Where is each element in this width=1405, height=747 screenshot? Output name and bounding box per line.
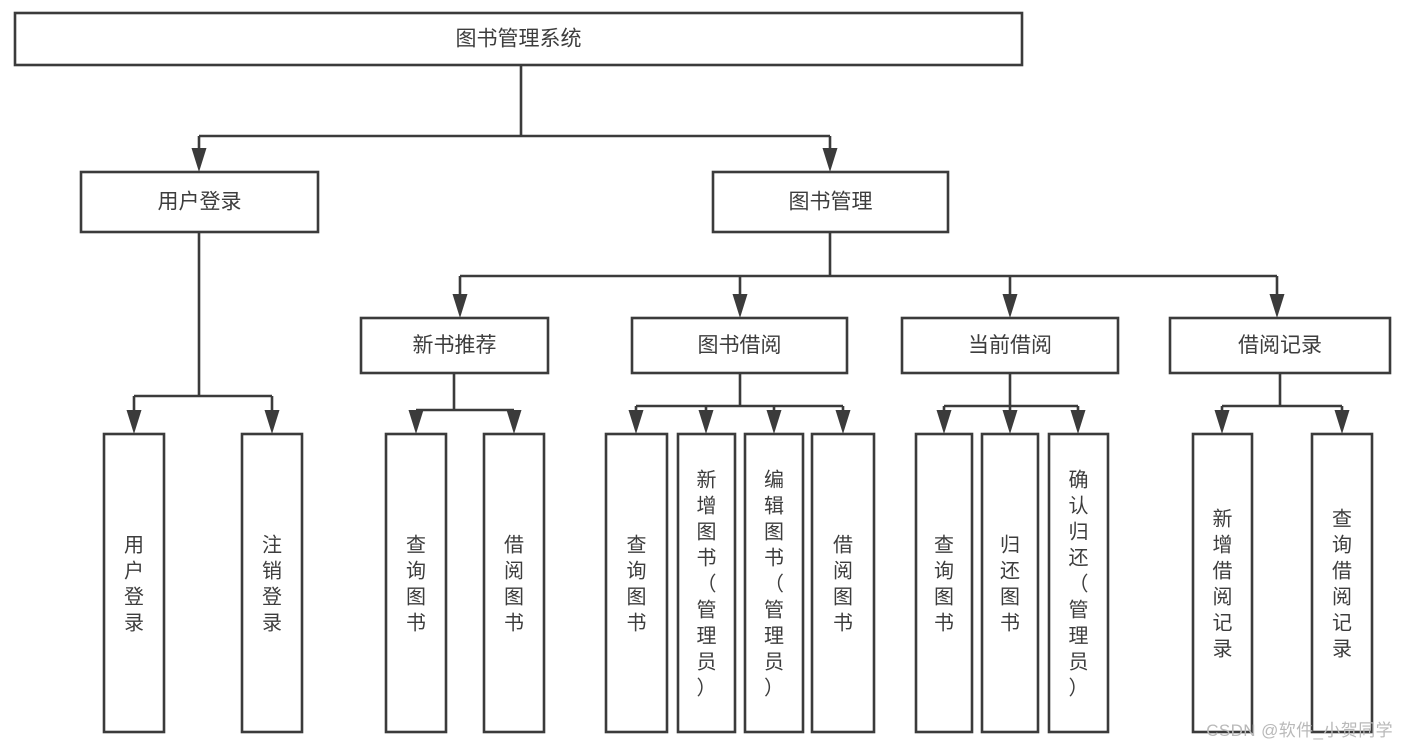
- node-box-leaf-query-book-current: [914, 432, 974, 734]
- node-label-book-management: 图书管理: [789, 191, 873, 214]
- node-leaf-logout-login[interactable]: 注销登录: [240, 432, 304, 734]
- arrow-head-icon: [732, 294, 748, 318]
- node-leaf-return-book[interactable]: 归还图书: [980, 432, 1040, 734]
- node-root[interactable]: 图书管理系统: [13, 11, 1024, 67]
- arrow-head-icon: [452, 294, 468, 318]
- node-box-user-login: [79, 170, 320, 234]
- node-label-leaf-logout-login: 注销登录: [262, 533, 282, 634]
- node-box-book-borrow: [630, 316, 849, 375]
- node-label-leaf-edit-book-admin: 编辑图书（管理员）: [764, 468, 784, 699]
- node-box-leaf-logout-login: [240, 432, 304, 734]
- node-leaf-add-borrow-record[interactable]: 新增借阅记录: [1191, 432, 1254, 734]
- connector-user-login-to-leaves: [126, 232, 280, 434]
- node-label-user-login: 用户登录: [158, 191, 242, 214]
- node-borrow-record[interactable]: 借阅记录: [1168, 316, 1392, 375]
- node-label-leaf-add-borrow-record: 新增借阅记录: [1213, 507, 1233, 660]
- node-leaf-edit-book-admin[interactable]: 编辑图书（管理员）: [743, 432, 805, 734]
- connector-new-book-recommend-to-leaves: [408, 373, 522, 434]
- node-box-leaf-add-borrow-record: [1191, 432, 1254, 734]
- node-leaf-borrow-book-recommend[interactable]: 借阅图书: [482, 432, 546, 734]
- node-leaf-confirm-return-admin[interactable]: 确认归还（管理员）: [1047, 432, 1110, 734]
- node-leaf-user-login[interactable]: 用户登录: [102, 432, 166, 734]
- node-label-leaf-borrow-book: 借阅图书: [833, 533, 853, 634]
- node-label-leaf-query-borrow-record: 查询借阅记录: [1332, 507, 1352, 660]
- node-label-leaf-query-book-recommend: 查询图书: [406, 533, 426, 634]
- node-label-leaf-borrow-book-recommend: 借阅图书: [504, 533, 524, 634]
- connector-layer: [126, 65, 1350, 434]
- node-box-leaf-edit-book-admin: [743, 432, 805, 734]
- node-label-leaf-query-book-borrow: 查询图书: [627, 533, 647, 634]
- node-label-leaf-return-book: 归还图书: [1000, 533, 1020, 634]
- node-label-borrow-record: 借阅记录: [1238, 334, 1322, 357]
- node-box-leaf-query-book-borrow: [604, 432, 669, 734]
- node-leaf-add-book-admin[interactable]: 新增图书（管理员）: [676, 432, 737, 734]
- arrow-head-icon: [408, 410, 424, 434]
- node-book-management[interactable]: 图书管理: [711, 170, 950, 234]
- node-box-leaf-borrow-book-recommend: [482, 432, 546, 734]
- arrow-head-icon: [506, 410, 522, 434]
- arrow-head-icon: [822, 148, 838, 172]
- arrow-head-icon: [1214, 410, 1230, 434]
- node-user-login[interactable]: 用户登录: [79, 170, 320, 234]
- node-box-leaf-add-book-admin: [676, 432, 737, 734]
- node-box-current-borrow: [900, 316, 1120, 375]
- connector-current-borrow-to-leaves: [936, 373, 1086, 434]
- node-layer: 图书管理系统用户登录图书管理新书推荐图书借阅当前借阅借阅记录用户登录注销登录查询…: [13, 11, 1392, 734]
- node-box-root: [13, 11, 1024, 67]
- node-leaf-query-borrow-record[interactable]: 查询借阅记录: [1310, 432, 1374, 734]
- node-box-new-book-recommend: [359, 316, 550, 375]
- connector-book-management-to-level3: [452, 232, 1285, 318]
- node-leaf-borrow-book[interactable]: 借阅图书: [810, 432, 876, 734]
- arrow-head-icon: [766, 410, 782, 434]
- node-label-root: 图书管理系统: [456, 28, 582, 51]
- arrow-head-icon: [1334, 410, 1350, 434]
- arrow-head-icon: [936, 410, 952, 434]
- node-leaf-query-book-current[interactable]: 查询图书: [914, 432, 974, 734]
- arrow-head-icon: [191, 148, 207, 172]
- arrow-head-icon: [1269, 294, 1285, 318]
- node-label-new-book-recommend: 新书推荐: [413, 334, 497, 357]
- node-label-book-borrow: 图书借阅: [698, 334, 782, 357]
- node-box-leaf-query-borrow-record: [1310, 432, 1374, 734]
- node-book-borrow[interactable]: 图书借阅: [630, 316, 849, 375]
- node-label-leaf-user-login: 用户登录: [124, 534, 144, 634]
- node-leaf-query-book-recommend[interactable]: 查询图书: [384, 432, 448, 734]
- node-box-leaf-confirm-return-admin: [1047, 432, 1110, 734]
- arrow-head-icon: [126, 410, 142, 434]
- node-box-borrow-record: [1168, 316, 1392, 375]
- node-box-leaf-query-book-recommend: [384, 432, 448, 734]
- arrow-head-icon: [1002, 410, 1018, 434]
- node-label-leaf-query-book-current: 查询图书: [934, 533, 954, 634]
- node-leaf-query-book-borrow[interactable]: 查询图书: [604, 432, 669, 734]
- node-box-leaf-user-login: [102, 432, 166, 734]
- node-current-borrow[interactable]: 当前借阅: [900, 316, 1120, 375]
- arrow-head-icon: [1070, 410, 1086, 434]
- node-box-book-management: [711, 170, 950, 234]
- connector-borrow-record-to-leaves: [1214, 373, 1350, 434]
- arrow-head-icon: [1002, 294, 1018, 318]
- connector-root-to-level2: [191, 65, 838, 172]
- node-box-leaf-return-book: [980, 432, 1040, 734]
- node-label-leaf-add-book-admin: 新增图书（管理员）: [697, 468, 717, 699]
- node-new-book-recommend[interactable]: 新书推荐: [359, 316, 550, 375]
- node-label-leaf-confirm-return-admin: 确认归还（管理员）: [1069, 468, 1089, 699]
- node-label-current-borrow: 当前借阅: [968, 334, 1052, 357]
- arrow-head-icon: [628, 410, 644, 434]
- arrow-head-icon: [264, 410, 280, 434]
- arrow-head-icon: [698, 410, 714, 434]
- connector-book-borrow-to-leaves: [628, 373, 851, 434]
- arrow-head-icon: [835, 410, 851, 434]
- node-box-leaf-borrow-book: [810, 432, 876, 734]
